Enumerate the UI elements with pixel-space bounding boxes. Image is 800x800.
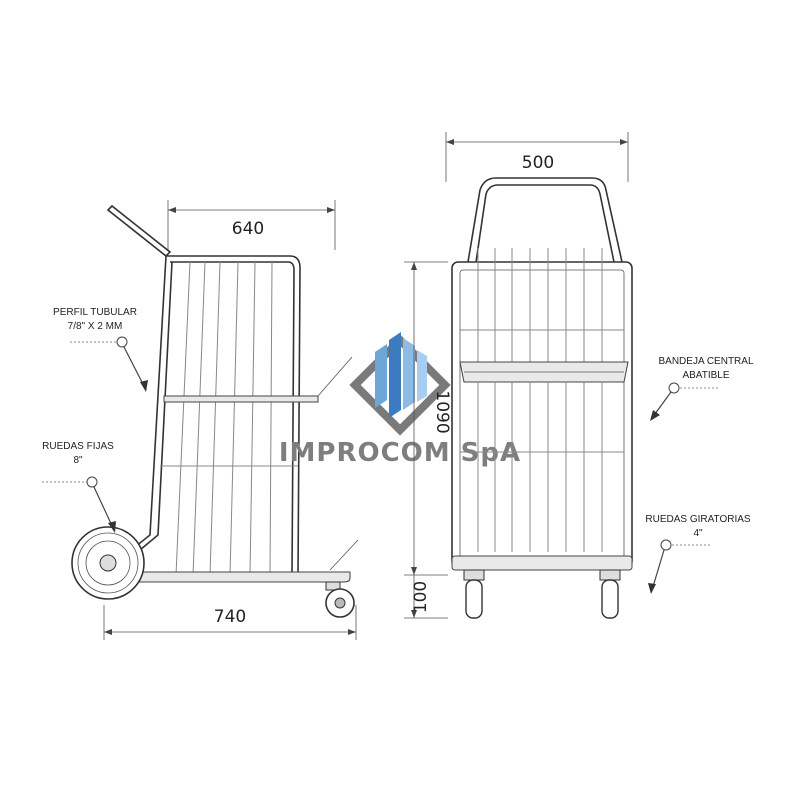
label-bandeja-central: BANDEJA CENTRAL ABATIBLE bbox=[650, 356, 754, 421]
dimension-500-label: 500 bbox=[522, 153, 554, 173]
side-wires bbox=[175, 261, 273, 576]
dimension-1090: 1090 bbox=[404, 261, 452, 576]
dimension-640-label: 640 bbox=[232, 219, 264, 239]
ruedas-fijas-line1: RUEDAS FIJAS bbox=[42, 441, 114, 452]
improcom-logo: IMPROCOM SpA bbox=[279, 332, 521, 468]
front-view: 500 bbox=[404, 132, 754, 619]
brand-name: IMPROCOM SpA bbox=[279, 438, 521, 468]
label-ruedas-fijas: RUEDAS FIJAS 8" bbox=[42, 441, 116, 533]
dimension-740: 740 bbox=[103, 605, 357, 640]
side-caster bbox=[325, 581, 355, 618]
label-perfil-tubular: PERFIL TUBULAR 7/8" X 2 MM bbox=[53, 307, 148, 392]
fixed-wheel bbox=[71, 526, 145, 600]
ruedas-fijas-line2: 8" bbox=[73, 455, 83, 466]
side-view: 640 bbox=[42, 200, 359, 640]
label-ruedas-giratorias: RUEDAS GIRATORIAS 4" bbox=[645, 514, 751, 594]
bandeja-line2: ABATIBLE bbox=[682, 370, 729, 381]
front-upper-wires bbox=[460, 248, 624, 362]
dimension-100-label: 100 bbox=[411, 581, 431, 613]
dimension-100: 100 bbox=[404, 575, 448, 619]
dimension-1090-label: 1090 bbox=[432, 390, 452, 433]
dimension-640: 640 bbox=[167, 200, 336, 250]
dimension-740-label: 740 bbox=[214, 607, 246, 627]
perfil-label-line1: PERFIL TUBULAR bbox=[53, 307, 137, 318]
bandeja-line1: BANDEJA CENTRAL bbox=[658, 356, 753, 367]
front-lower-wires bbox=[460, 382, 624, 552]
front-casters bbox=[463, 569, 621, 619]
dimension-500: 500 bbox=[445, 132, 629, 182]
ruedas-giratorias-line1: RUEDAS GIRATORIAS bbox=[645, 514, 751, 525]
ruedas-giratorias-line2: 4" bbox=[693, 528, 703, 539]
perfil-label-line2: 7/8" X 2 MM bbox=[68, 321, 123, 332]
